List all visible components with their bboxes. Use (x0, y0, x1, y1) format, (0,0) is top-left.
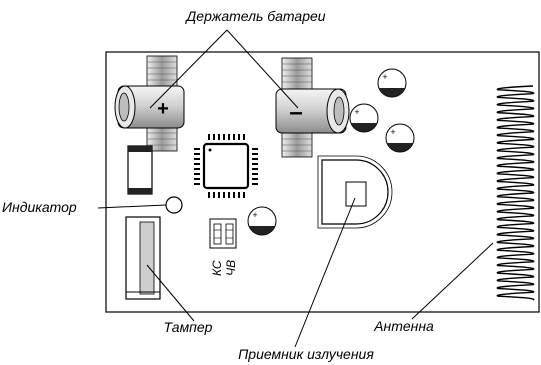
capacitor-4: + (247, 206, 277, 236)
capacitor-2: + (349, 103, 379, 133)
callout-line-antenna (411, 242, 494, 320)
svg-text:+: + (252, 210, 257, 220)
label-indicator: Индикатор (2, 199, 77, 215)
svg-text:+: + (390, 127, 395, 137)
capacitor-3: + (385, 123, 415, 153)
smd-component (127, 145, 153, 195)
capacitor-1: + (377, 68, 407, 98)
radiation-receiver (317, 155, 393, 229)
label-receiver: Приемник излучения (238, 346, 374, 362)
label-antenna: Антенна (373, 318, 434, 334)
battery-plus-sign: + (157, 98, 169, 120)
callout-line-battery-minus (226, 29, 299, 109)
battery-holder-minus: – (275, 57, 350, 158)
led-indicator (165, 196, 183, 214)
jumper-label-kc: КС (210, 260, 224, 276)
callout-line-receiver (294, 197, 356, 348)
label-tamper: Тампер (164, 319, 213, 335)
jumper-block (209, 218, 237, 249)
spring-antenna (496, 85, 535, 301)
callout-line-tamper (146, 264, 195, 322)
svg-text:+: + (382, 72, 387, 82)
callout-line-battery-plus (149, 29, 228, 109)
jumper-label-chv: ЧВ (224, 260, 238, 276)
microchip (194, 134, 258, 198)
svg-text:+: + (354, 107, 359, 117)
callout-line-indicator (97, 204, 167, 209)
battery-minus-sign: – (289, 99, 302, 126)
label-battery-holder: Держатель батареи (184, 8, 325, 24)
tamper-switch (125, 216, 161, 300)
